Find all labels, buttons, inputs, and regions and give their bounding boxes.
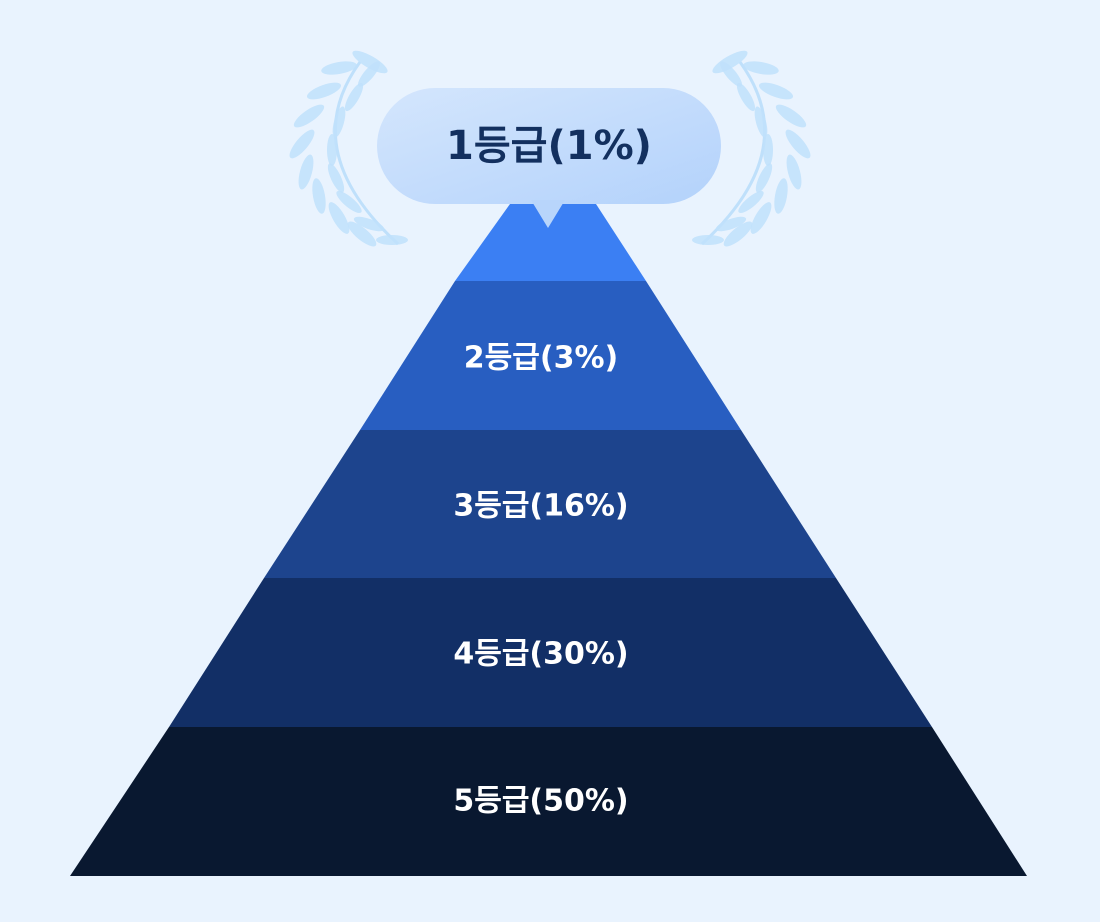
tier-5-label: 5등급(50%) (453, 784, 628, 819)
tier-4-label: 4등급(30%) (453, 637, 628, 672)
tier-1-label: 1등급(1%) (446, 123, 652, 169)
tier-2-label: 2등급(3%) (464, 341, 618, 376)
top-tier-bubble: 1등급(1%) (377, 88, 721, 228)
tier-3-label: 3등급(16%) (453, 489, 628, 524)
